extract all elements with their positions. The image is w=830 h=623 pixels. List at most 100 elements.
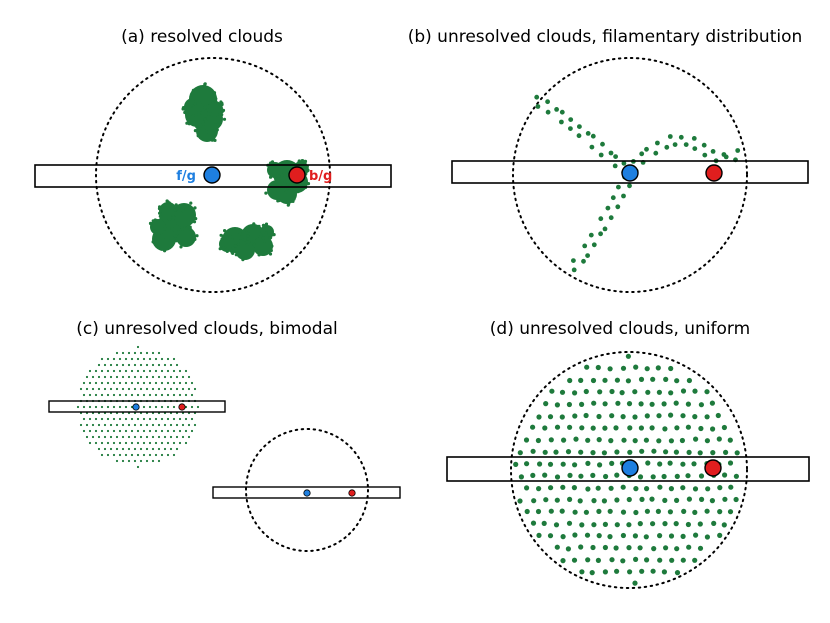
bimodal-cloud-dot — [142, 441, 146, 445]
bimodal-cloud-dot — [166, 381, 170, 385]
bimodal-cloud-dot — [100, 393, 104, 397]
panel-c-foreground-sightline-near — [132, 403, 140, 411]
bimodal-cloud-dot — [151, 351, 155, 355]
uniform-cloud-dot — [663, 545, 669, 551]
bimodal-cloud-dot — [85, 435, 89, 439]
bimodal-cloud-dot — [103, 435, 107, 439]
bimodal-cloud-dot — [127, 375, 131, 379]
bimodal-cloud-dot — [127, 351, 131, 355]
bimodal-cloud-dot — [169, 423, 173, 427]
panel-b-boundary-circle — [512, 57, 748, 293]
clump-edge-dot — [193, 206, 197, 210]
clump-edge-dot — [209, 112, 213, 116]
clump-edge-dot — [225, 247, 229, 251]
uniform-cloud-dot — [668, 390, 674, 396]
clump-edge-dot — [203, 117, 207, 121]
clump-edge-dot — [203, 82, 207, 86]
resolved-cloud-clump — [264, 159, 311, 207]
clump-edge-dot — [243, 241, 247, 245]
uniform-cloud-dot — [601, 450, 608, 456]
filament-dot — [559, 119, 564, 125]
bimodal-cloud-dot — [157, 363, 161, 367]
bimodal-cloud-dot — [88, 405, 92, 409]
panel-a-foreground-label: f/g — [176, 169, 196, 184]
uniform-cloud-dot — [661, 401, 667, 407]
bimodal-cloud-dot — [112, 441, 116, 445]
uniform-cloud-dot — [578, 544, 584, 550]
uniform-cloud-dot — [601, 498, 608, 504]
filament-dot — [589, 144, 595, 150]
uniform-cloud-dot — [727, 437, 733, 443]
bimodal-cloud-dot — [166, 441, 170, 445]
uniform-cloud-dot — [583, 412, 589, 419]
bimodal-cloud-dot — [139, 363, 143, 367]
uniform-cloud-dot — [591, 400, 597, 406]
clump-edge-dot — [264, 191, 268, 195]
uniform-cloud-dot — [565, 449, 572, 455]
clump-edge-dot — [203, 105, 207, 110]
uniform-cloud-dot — [692, 509, 698, 515]
bimodal-cloud-dot — [109, 363, 113, 367]
filament-dot — [683, 142, 689, 148]
uniform-cloud-dot — [711, 520, 717, 527]
bimodal-cloud-dot — [172, 429, 176, 433]
filament-dot — [591, 242, 597, 248]
bimodal-cloud-dot — [94, 393, 98, 397]
uniform-cloud-dot — [620, 365, 627, 371]
uniform-cloud-dot — [567, 496, 573, 502]
clump-edge-dot — [174, 234, 178, 238]
uniform-cloud-dot — [656, 389, 663, 395]
clump-edge-dot — [270, 244, 274, 248]
clump-edge-dot — [220, 237, 224, 241]
bimodal-cloud-dot — [157, 459, 161, 463]
clump-edge-dot — [172, 216, 176, 220]
clump-edge-dot — [246, 234, 250, 238]
bimodal-cloud-dot — [106, 453, 110, 457]
bimodal-cloud-dot — [106, 405, 110, 409]
panel-a-foreground-sightline — [203, 166, 221, 184]
bimodal-cloud-dot — [136, 429, 140, 433]
uniform-cloud-dot — [590, 472, 596, 478]
bimodal-cloud-dot — [121, 447, 125, 451]
bimodal-cloud-dot — [172, 417, 176, 421]
bimodal-cloud-dot — [106, 381, 110, 385]
uniform-cloud-dot — [535, 437, 542, 444]
filament-dot — [602, 226, 608, 232]
bimodal-cloud-dot — [142, 369, 146, 373]
bimodal-cloud-dot — [115, 363, 119, 367]
bimodal-cloud-dot — [175, 363, 179, 367]
uniform-cloud-dot — [567, 377, 573, 384]
bimodal-cloud-dot — [118, 417, 122, 421]
filament-dot — [600, 141, 605, 147]
bimodal-cloud-dot — [172, 405, 176, 409]
panel-b-filament-clouds — [534, 94, 741, 273]
uniform-cloud-dot — [589, 570, 595, 576]
clump-edge-dot — [201, 120, 205, 124]
uniform-cloud-dot — [530, 448, 536, 454]
filament-dot — [598, 216, 604, 222]
clump-edge-dot — [193, 102, 197, 106]
uniform-cloud-dot — [673, 521, 679, 527]
uniform-cloud-dot — [661, 473, 667, 480]
bimodal-cloud-dot — [136, 417, 140, 421]
bimodal-cloud-dot — [133, 435, 137, 439]
bimodal-cloud-dot — [166, 393, 170, 397]
filament-dot — [605, 205, 611, 211]
uniform-cloud-dot — [733, 496, 739, 503]
uniform-cloud-dot — [578, 473, 584, 479]
uniform-cloud-dot — [715, 412, 721, 419]
uniform-cloud-dot — [717, 485, 723, 491]
uniform-cloud-dot — [626, 545, 632, 551]
uniform-cloud-dot — [626, 496, 632, 503]
bimodal-cloud-dot — [160, 405, 164, 409]
uniform-cloud-dot — [590, 450, 596, 456]
uniform-cloud-dot — [699, 496, 705, 502]
bimodal-cloud-dot — [127, 435, 131, 439]
uniform-cloud-dot — [673, 400, 679, 406]
bimodal-cloud-dot — [103, 363, 107, 367]
uniform-cloud-dot — [627, 449, 633, 455]
uniform-cloud-dot — [517, 498, 523, 504]
uniform-cloud-dot — [530, 424, 536, 430]
clump-edge-dot — [306, 182, 311, 186]
panel-d-background-sightline — [704, 459, 722, 477]
